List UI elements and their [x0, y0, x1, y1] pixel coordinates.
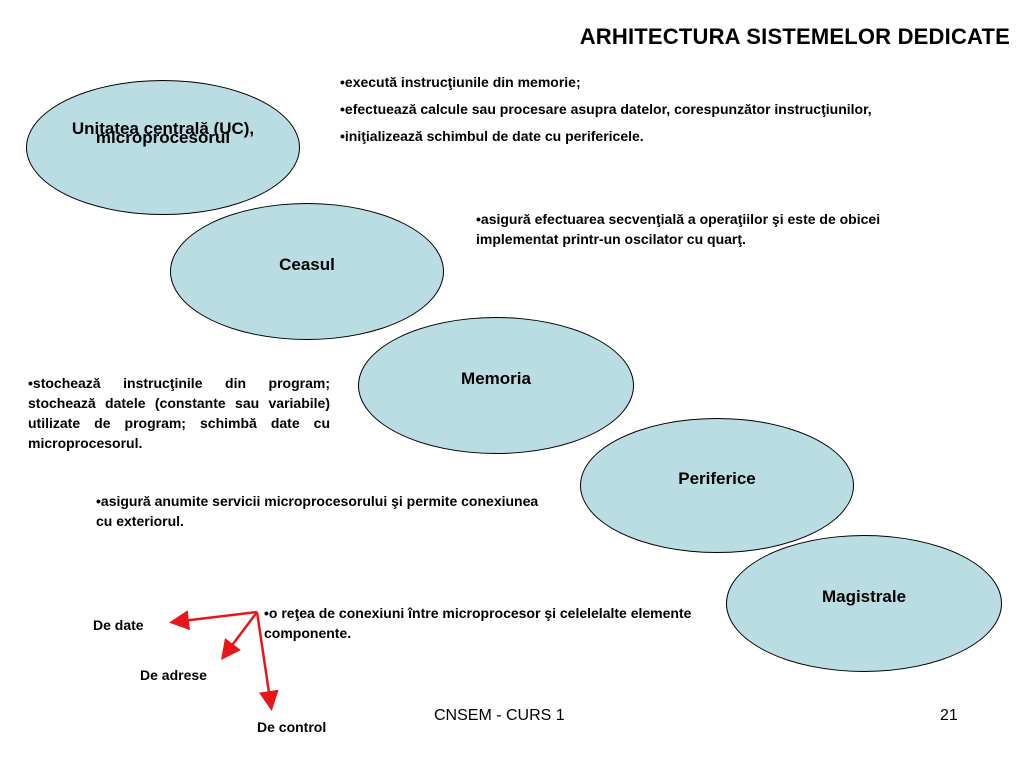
ellipse-label: Ceasul [279, 255, 335, 275]
description-magistrale: •o reţea de conexiuni între microproceso… [264, 604, 714, 651]
ellipse-label: Periferice [678, 469, 756, 489]
description-bullet: •asigură efectuarea secvenţială a operaţ… [476, 211, 881, 247]
footer-course: CNSEM - CURS 1 [434, 707, 565, 724]
description-periferice: •asigură anumite servicii microprocesoru… [96, 492, 556, 539]
slide-title: ARHITECTURA SISTEMELOR DEDICATE [579, 24, 1010, 49]
ellipse-label: Memoria [461, 369, 531, 389]
description-bullet: •asigură anumite servicii microprocesoru… [96, 493, 539, 529]
ellipse-magistrale: Magistrale [726, 535, 1002, 672]
bus-label-de-control: De control [257, 719, 327, 735]
ellipse-ceasul: Ceasul [170, 203, 444, 340]
footer-page-number: 21 [940, 707, 958, 724]
ellipse-label: Magistrale [821, 587, 907, 607]
description-ceasul: •asigură efectuarea secvenţială a operaţ… [476, 210, 956, 257]
arrow-de-date [169, 610, 258, 631]
description-bullet: •iniţializează schimbul de date cu perif… [340, 127, 644, 144]
ellipse-unitatea-centrala: Unitatea centrală (UC), microprocesorul [26, 80, 300, 215]
description-bullet: •o reţea de conexiuni între microproceso… [264, 605, 692, 641]
arrow-de-adrese [221, 611, 258, 660]
bus-label-de-date: De date [93, 617, 144, 633]
ellipse-label-line: Unitatea centrală (UC), [71, 119, 255, 139]
ellipse-periferice: Periferice [580, 418, 854, 553]
description-bullet: •execută instrucţiunile din memorie; [340, 74, 581, 90]
description-memoria: •stochează instrucţinile din program; st… [28, 374, 330, 461]
description-bullet: •efectuează calcule sau procesare asupra… [340, 100, 872, 117]
ellipse-memoria: Memoria [358, 317, 634, 454]
description-bullet: •stochează instrucţinile din program; st… [28, 375, 330, 451]
bus-label-de-adrese: De adrese [140, 667, 207, 683]
description-unitatea-centrala: •execută instrucţiunile din memorie; •ef… [340, 73, 954, 154]
ellipse-label-line: microprocesorul [95, 127, 231, 147]
